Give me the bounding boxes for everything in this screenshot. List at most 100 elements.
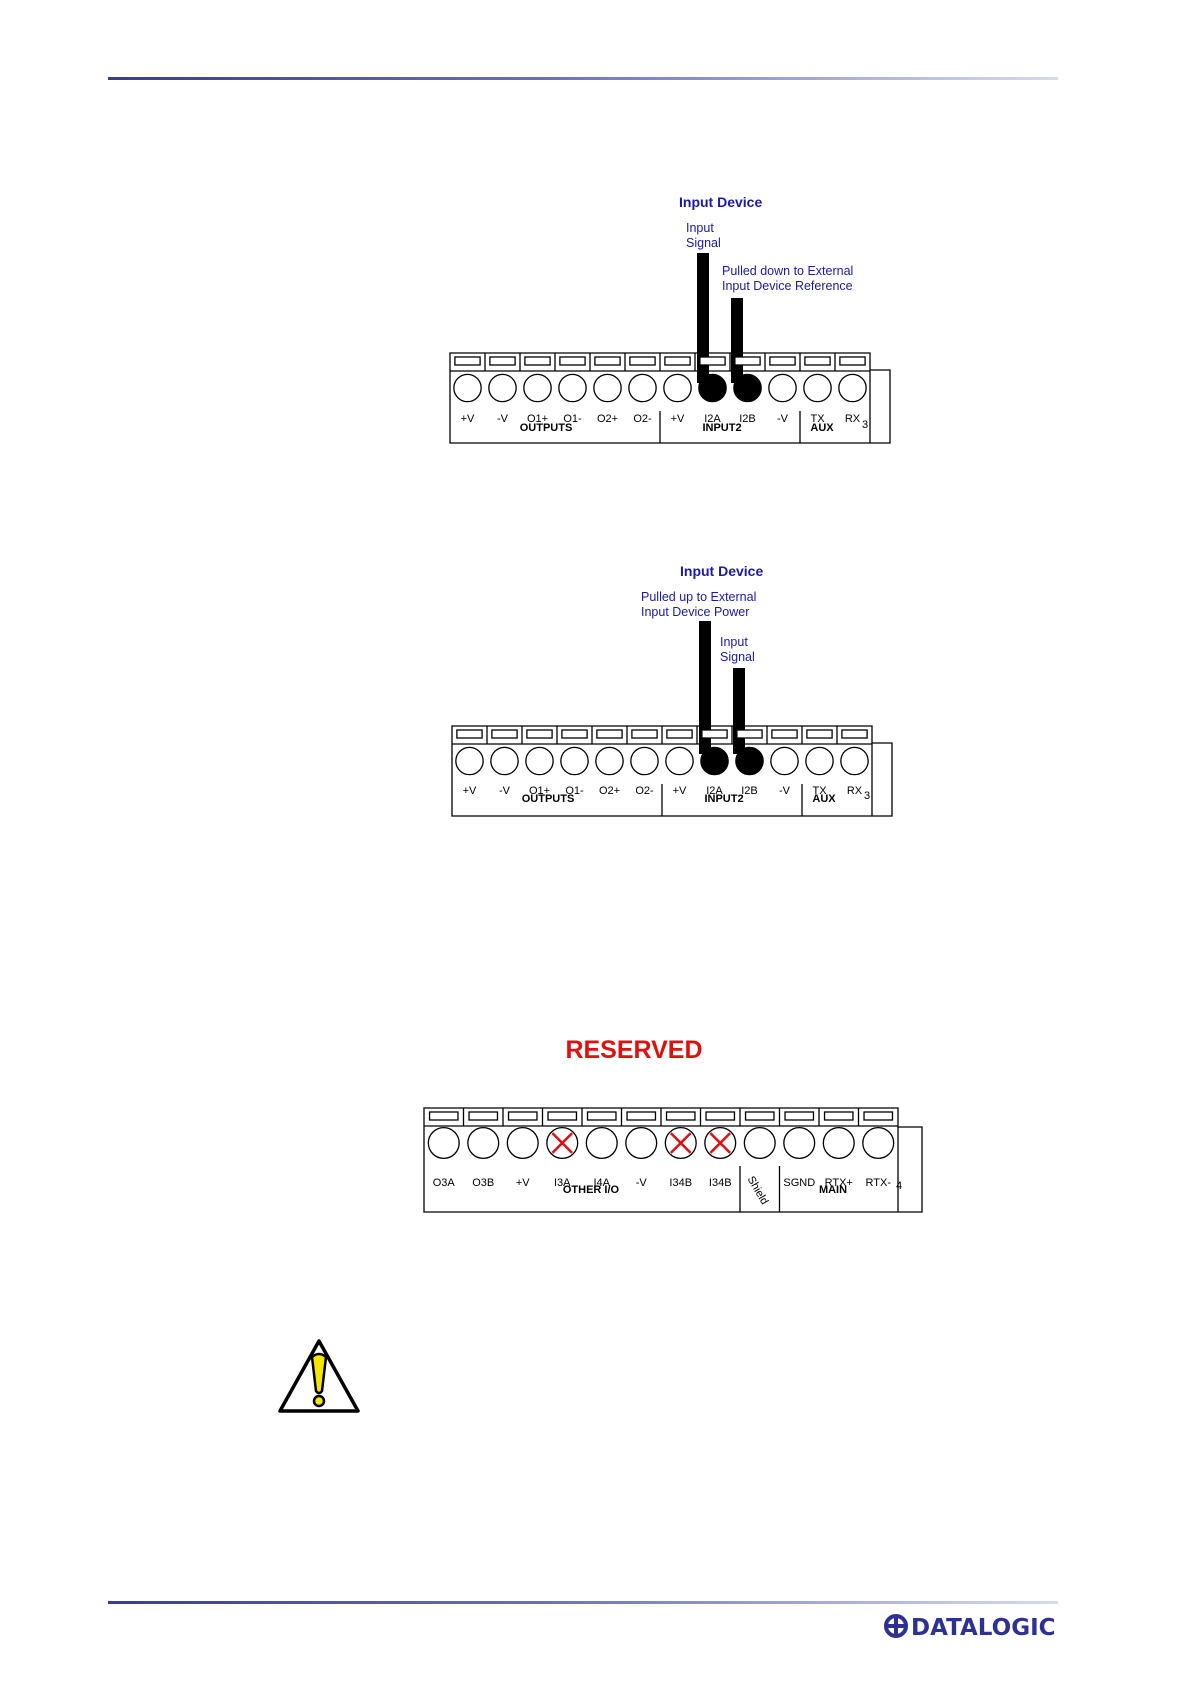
terminal-screw xyxy=(803,373,832,403)
terminal-label: TX xyxy=(812,785,827,797)
terminal-screw xyxy=(523,373,552,403)
connector-number: 4 xyxy=(896,1180,902,1192)
block-outline xyxy=(423,1107,923,1213)
terminal-label: RTX+ xyxy=(825,1177,853,1189)
terminal-slot xyxy=(664,356,691,366)
terminal-slot xyxy=(769,356,796,366)
reference-label-line1: Pulled down to External xyxy=(722,264,853,278)
terminal-slot xyxy=(771,729,798,739)
brand-name: DATALOGIC xyxy=(911,1615,1056,1641)
reserved-cross-icon xyxy=(551,1132,574,1154)
terminal-slot xyxy=(596,729,623,739)
terminal-label: I34B xyxy=(709,1177,732,1189)
signal-label-line2: Signal xyxy=(720,650,755,664)
group-label: MAIN xyxy=(819,1184,847,1196)
terminal-label: RX xyxy=(845,413,861,425)
terminal-label: -V xyxy=(499,785,511,797)
terminal-slot xyxy=(454,356,481,366)
terminal-slot xyxy=(629,356,656,366)
terminal-screw xyxy=(453,373,482,403)
power-label-line2: Input Device Power xyxy=(641,605,749,619)
terminal-screw xyxy=(838,373,867,403)
terminal-label: SGND xyxy=(783,1177,815,1189)
terminal-screw xyxy=(625,1126,658,1160)
terminal-slot xyxy=(666,729,693,739)
device-title: Input Device xyxy=(679,194,762,210)
terminal-slot xyxy=(489,356,516,366)
wiring-diagram-pulldown: Input Device Input Signal Pulled down to… xyxy=(449,194,891,444)
reference-label-line2: Input Device Reference xyxy=(722,279,853,293)
terminal-screw xyxy=(593,373,622,403)
terminal-slot xyxy=(863,1111,894,1121)
block-outline xyxy=(451,725,893,817)
terminal-label: I34B xyxy=(669,1177,692,1189)
terminal-label: O1+ xyxy=(529,785,550,797)
terminal-label: RTX- xyxy=(866,1177,892,1189)
terminal-screw xyxy=(770,746,799,776)
terminal-label: O3A xyxy=(433,1177,456,1189)
terminal-slot xyxy=(705,1111,736,1121)
group-label: OTHER I/O xyxy=(563,1184,620,1196)
terminal-screw xyxy=(698,373,727,403)
terminal-screw xyxy=(743,1126,776,1160)
device-title: Input Device xyxy=(680,563,763,579)
terminal-slot xyxy=(468,1111,499,1121)
terminal-slot xyxy=(734,356,761,366)
group-label: INPUT2 xyxy=(704,793,743,805)
terminal-screw xyxy=(558,373,587,403)
terminal-slot xyxy=(428,1111,459,1121)
terminal-label: O1- xyxy=(565,785,584,797)
wiring-diagram-pullup: Input Device Pulled up to External Input… xyxy=(451,563,893,817)
terminal-label: O2- xyxy=(633,413,652,425)
warning-icon xyxy=(278,1339,360,1413)
terminal-slot xyxy=(631,729,658,739)
terminal-label: O2+ xyxy=(599,785,620,797)
terminal-screw xyxy=(840,746,869,776)
group-label: AUX xyxy=(812,793,836,805)
terminal-screw xyxy=(490,746,519,776)
group-label: OUTPUTS xyxy=(522,793,575,805)
terminal-screw xyxy=(700,746,729,776)
terminal-screw xyxy=(585,1126,618,1160)
signal-wire xyxy=(697,253,709,383)
terminal-slot xyxy=(561,729,588,739)
terminal-label: RX xyxy=(847,785,863,797)
terminal-slot xyxy=(823,1111,854,1121)
block-outline xyxy=(449,352,891,444)
terminal-slot xyxy=(524,356,551,366)
terminal-slot xyxy=(744,1111,775,1121)
terminal-label: +V xyxy=(673,785,687,797)
terminal-slot xyxy=(526,729,553,739)
signal-label-line2: Signal xyxy=(686,236,721,250)
terminal-screw xyxy=(805,746,834,776)
group-label: AUX xyxy=(810,422,834,434)
terminal-label: O1- xyxy=(563,413,582,425)
terminal-slot xyxy=(804,356,831,366)
terminal-screw xyxy=(628,373,657,403)
terminal-screw xyxy=(663,373,692,403)
terminal-label: -V xyxy=(497,413,509,425)
terminal-slot xyxy=(839,356,866,366)
terminal-label: -V xyxy=(779,785,791,797)
terminal-label: I4A xyxy=(593,1177,610,1189)
signal-label-line1: Input xyxy=(720,635,748,649)
terminal-slot xyxy=(547,1111,578,1121)
terminal-screw xyxy=(467,1126,500,1160)
terminal-label: +V xyxy=(461,413,475,425)
terminal-label: -V xyxy=(777,413,789,425)
terminal-screw xyxy=(560,746,589,776)
connector-number: 3 xyxy=(864,790,870,802)
terminal-label: O1+ xyxy=(527,413,548,425)
terminal-screw xyxy=(862,1126,895,1160)
terminal-label: I2B xyxy=(741,785,758,797)
terminal-slot xyxy=(491,729,518,739)
terminal-label: Shield xyxy=(745,1174,771,1206)
terminal-label: I2B xyxy=(739,413,756,425)
terminal-slot xyxy=(701,729,728,739)
terminal-label: I3A xyxy=(554,1177,571,1189)
terminal-screw xyxy=(455,746,484,776)
group-label: INPUT2 xyxy=(702,422,741,434)
